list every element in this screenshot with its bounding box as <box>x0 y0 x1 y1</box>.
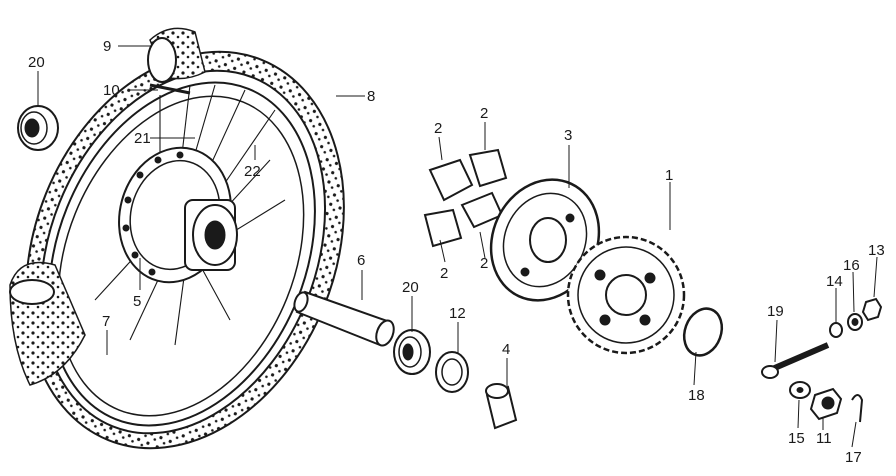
snap-ring <box>682 307 724 357</box>
driven-sprocket <box>566 235 686 355</box>
label-6: 6 <box>357 252 365 269</box>
chain-adjuster <box>761 342 830 379</box>
wheel-bearing-center <box>393 329 431 375</box>
label-11: 11 <box>816 430 832 447</box>
distance-collar <box>485 383 518 430</box>
label-10: 10 <box>103 82 120 99</box>
label-2-upper-right: 2 <box>480 105 488 122</box>
tire-cutaway-section <box>9 261 86 386</box>
washer-15 <box>789 381 811 399</box>
label-9: 9 <box>103 38 111 55</box>
wheel-bearing-left <box>17 105 59 151</box>
hub <box>118 146 238 284</box>
label-12: 12 <box>449 305 466 322</box>
label-18: 18 <box>688 387 705 404</box>
label-20-left: 20 <box>28 54 45 71</box>
label-5: 5 <box>133 293 141 310</box>
label-22: 22 <box>244 163 261 180</box>
label-3: 3 <box>564 127 572 144</box>
label-15: 15 <box>788 430 805 447</box>
label-2-upper-left: 2 <box>434 120 442 137</box>
driven-flange <box>489 178 601 302</box>
label-19: 19 <box>767 303 784 320</box>
oil-seal <box>435 351 469 393</box>
label-17: 17 <box>845 449 862 466</box>
label-13: 13 <box>868 242 885 259</box>
axle-sleeve <box>293 290 395 347</box>
nut-16 <box>847 313 863 331</box>
axle-nut <box>809 387 843 421</box>
label-20-center: 20 <box>402 279 419 296</box>
label-2-lower-right: 2 <box>480 255 488 272</box>
nut-13 <box>861 297 883 322</box>
label-7: 7 <box>102 313 110 330</box>
label-21: 21 <box>134 130 151 147</box>
cotter-pin <box>851 394 864 423</box>
inner-tube-section <box>147 27 206 95</box>
label-8: 8 <box>367 88 375 105</box>
label-2-lower-left: 2 <box>440 265 448 282</box>
damper-rubbers <box>423 148 508 248</box>
washer-14 <box>829 322 843 338</box>
label-14: 14 <box>826 273 843 290</box>
callout-labels: 9 10 8 21 22 5 7 20 6 20 12 4 2 2 2 2 3 … <box>28 38 885 466</box>
wheel-assembly <box>9 27 345 450</box>
label-4: 4 <box>502 341 510 358</box>
label-16: 16 <box>843 257 860 274</box>
leader-lines <box>37 45 878 448</box>
label-1: 1 <box>665 167 673 184</box>
